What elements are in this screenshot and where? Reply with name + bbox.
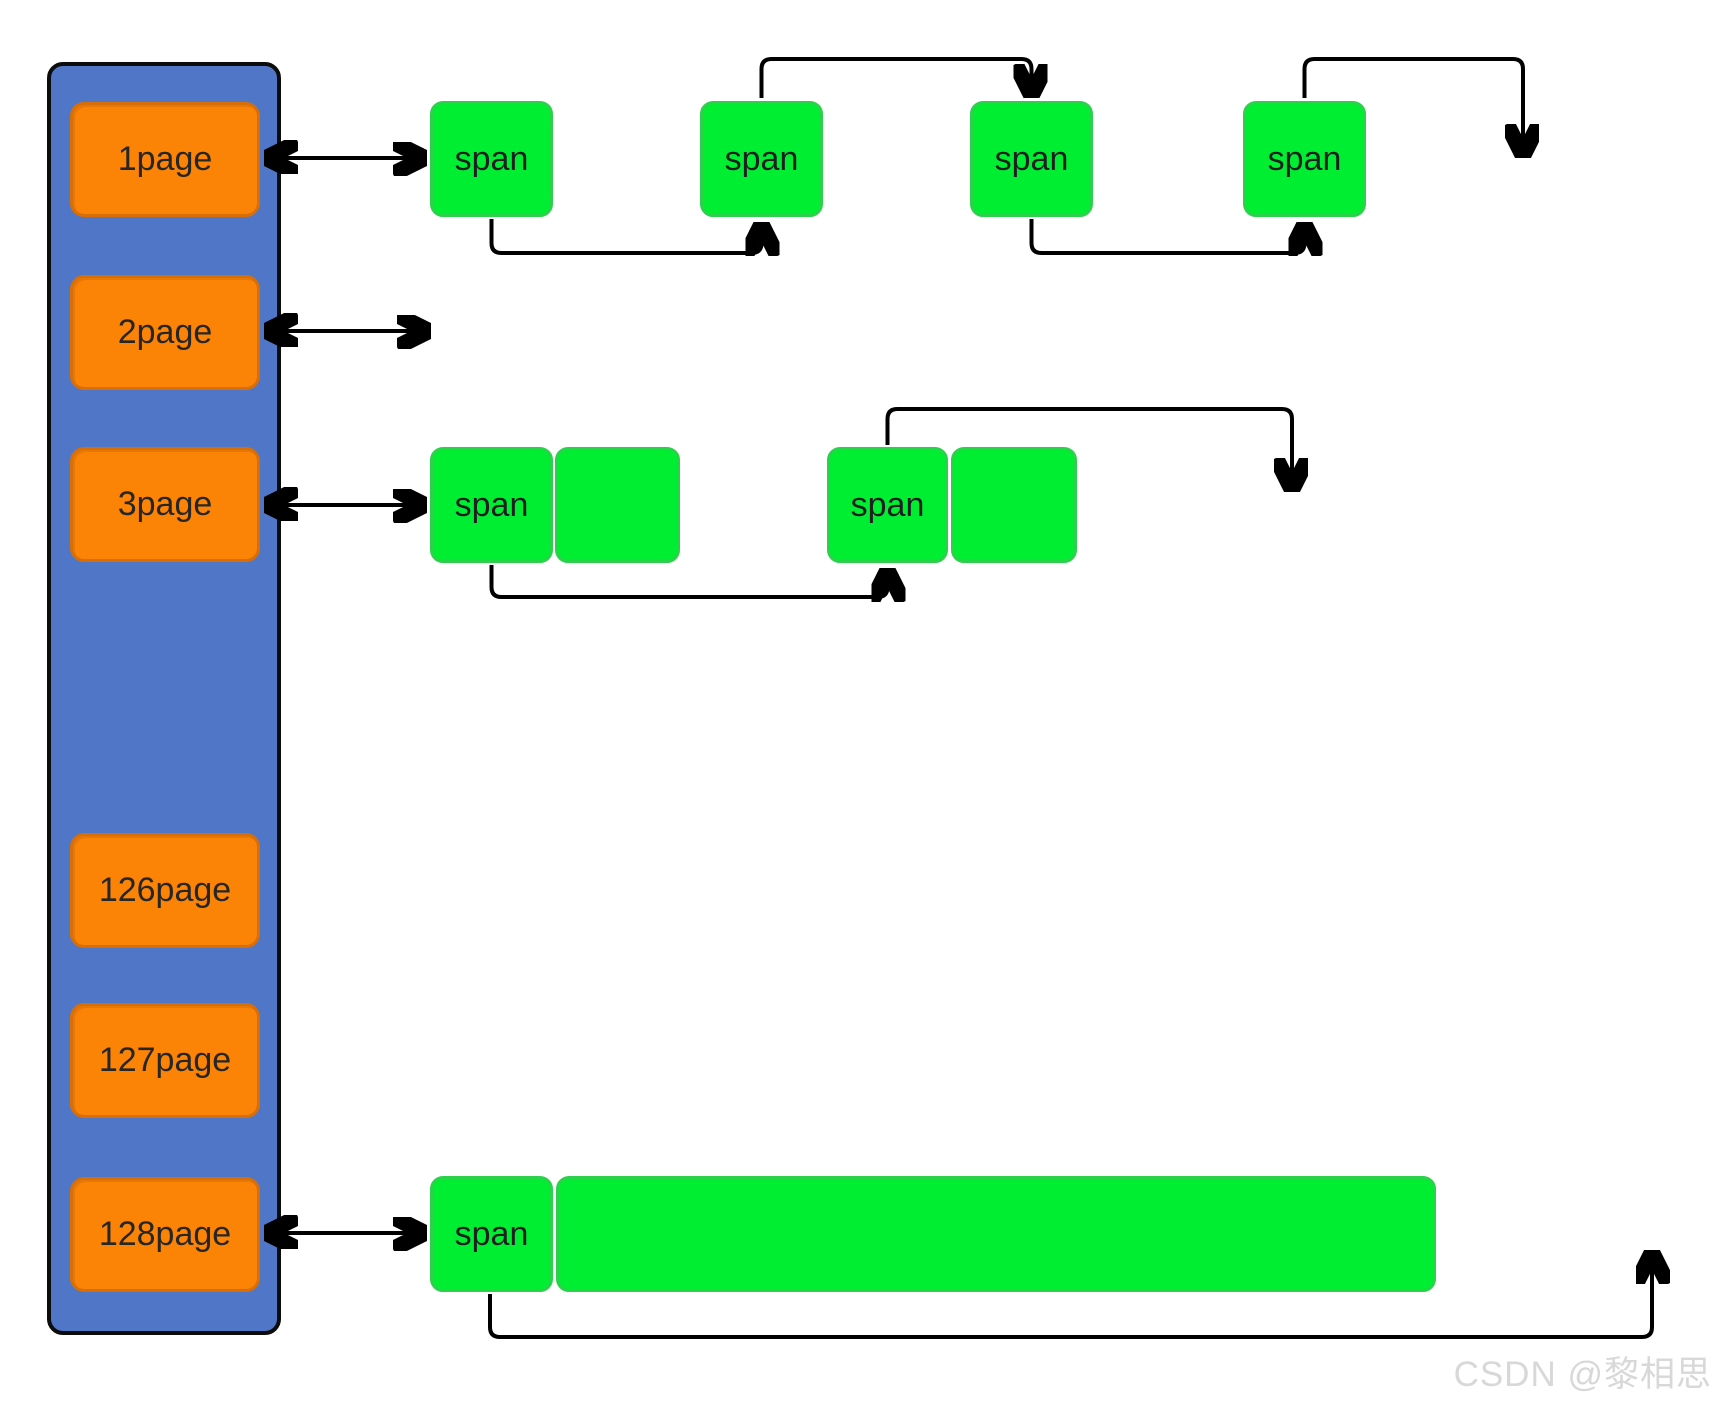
page-entry-3page: 3page (70, 447, 260, 562)
arrow-next-1page-span3-span4 (1029, 219, 1305, 253)
page-entry-1page: 1page (70, 102, 260, 217)
page-entry-126page: 126page (70, 833, 260, 948)
page-entry-128page: 128page (70, 1177, 260, 1292)
span-page-cell-3page-2 (951, 447, 1077, 563)
span-node-label: span (724, 139, 799, 178)
span-node-3page-1: span (430, 447, 553, 563)
arrow-prev-1page-span2-span3 (759, 57, 1032, 98)
span-node-label: span (850, 485, 925, 524)
span-node-1page-3: span (970, 101, 1093, 217)
arrow-next-3page-span2-out (885, 407, 1293, 486)
page-entry-2page: 2page (70, 275, 260, 390)
span-node-1page-2: span (700, 101, 823, 217)
span-node-128page: span (430, 1176, 553, 1292)
span-node-label: span (454, 1214, 529, 1253)
page-entry-label: 126page (98, 871, 232, 909)
span-node-1page-1: span (430, 101, 553, 217)
page-entry-127page: 127page (70, 1003, 260, 1118)
span-node-label: span (1267, 139, 1342, 178)
page-entry-label: 127page (98, 1041, 232, 1079)
page-entry-label: 1page (117, 140, 213, 178)
page-entry-label: 2page (117, 313, 213, 351)
span-node-label: span (994, 139, 1069, 178)
arrow-next-1page-span1-span2 (489, 219, 762, 253)
page-entry-label: 3page (117, 485, 213, 523)
span-page-cell-3page-1 (555, 447, 680, 563)
arrow-next-3page-span1-span2 (489, 565, 888, 597)
span-node-1page-4: span (1243, 101, 1366, 217)
span-page-block-128page (556, 1176, 1436, 1292)
span-node-3page-2: span (827, 447, 948, 563)
span-node-label: span (454, 485, 529, 524)
page-directory-panel (47, 62, 281, 1335)
page-entry-label: 128page (98, 1215, 232, 1253)
span-node-label: span (454, 139, 529, 178)
watermark: CSDN @黎相思 (1453, 1355, 1712, 1394)
